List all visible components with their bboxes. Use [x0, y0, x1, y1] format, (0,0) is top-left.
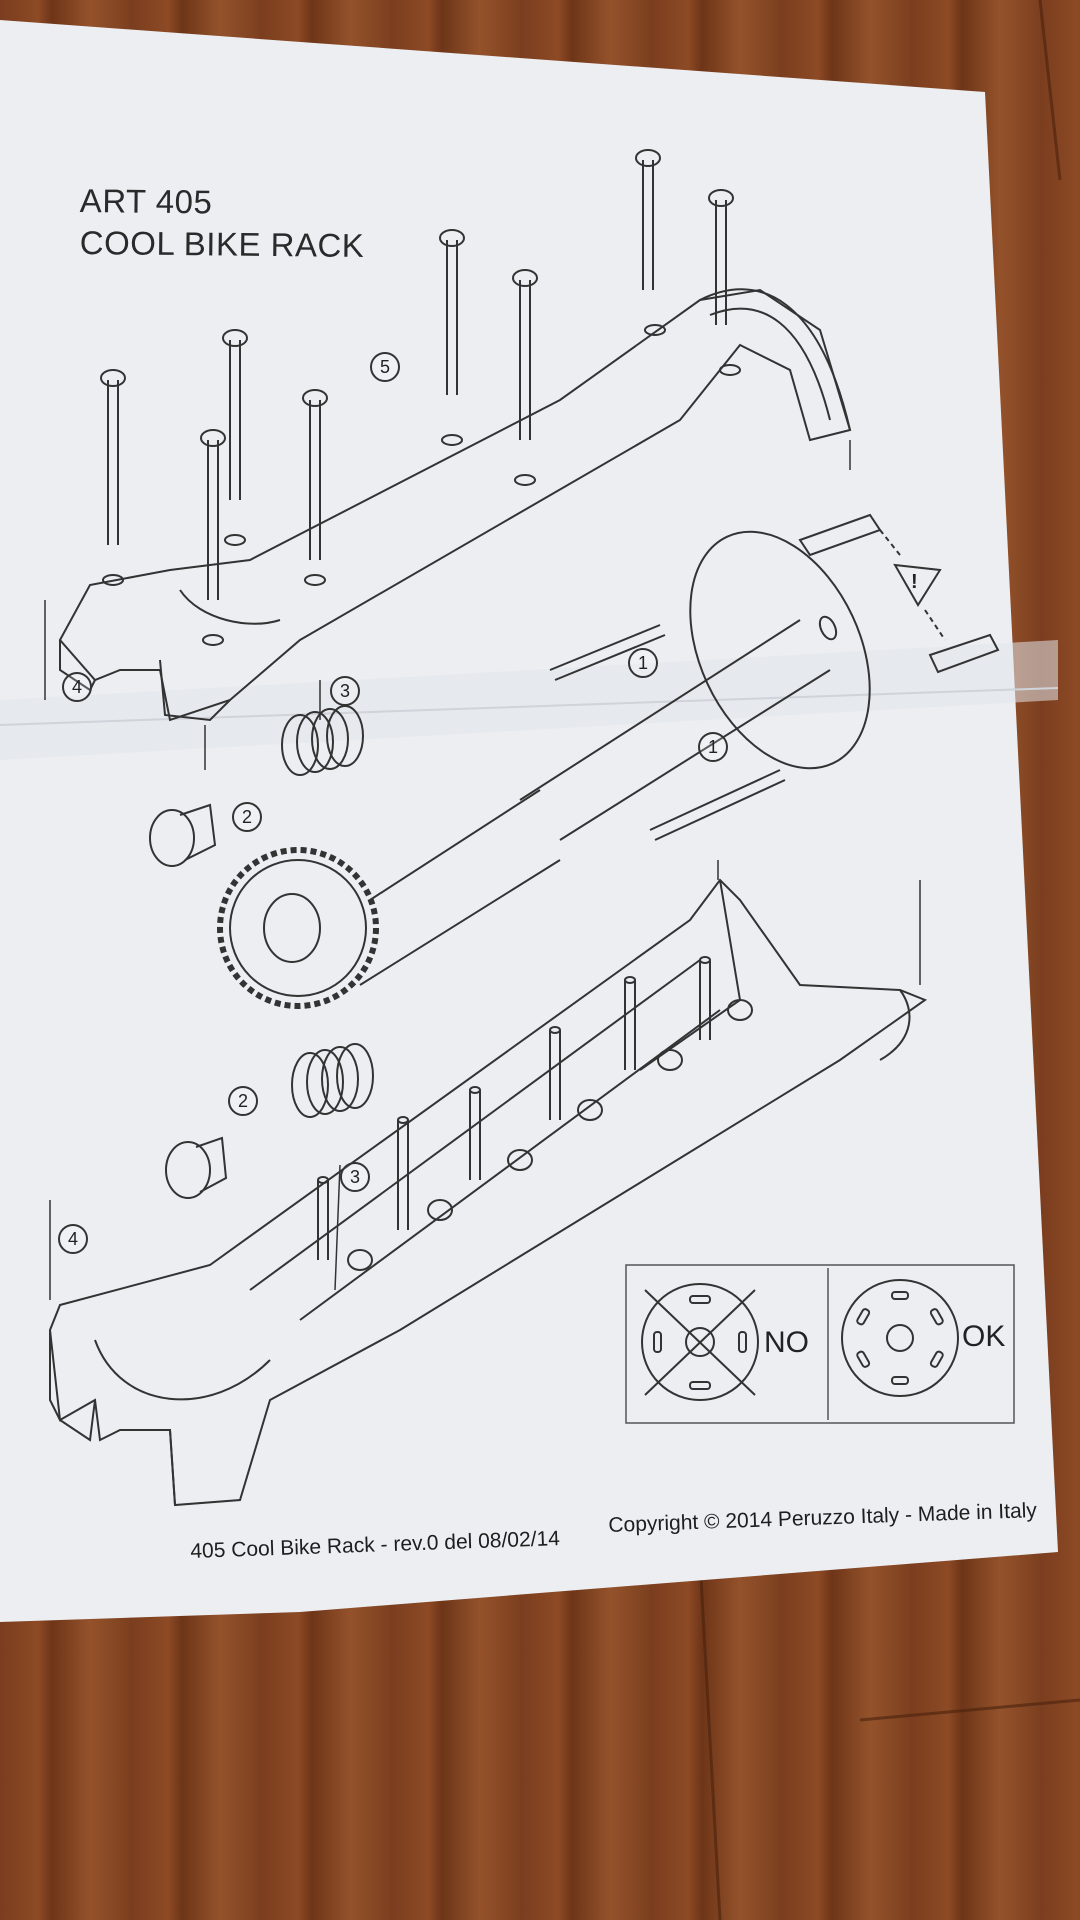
callout-1-lower: 1 — [698, 732, 728, 762]
mounting-comparison-panel — [625, 1264, 1015, 1424]
warning-triangle-icon — [879, 529, 946, 641]
warning-mark: ! — [911, 571, 918, 593]
top-arm-piece — [58, 288, 852, 722]
callout-3-lower: 3 — [340, 1162, 370, 1192]
floor-plank-seams — [698, 0, 1080, 1920]
callout-4-lower: 4 — [58, 1224, 88, 1254]
callout-4-top: 4 — [62, 672, 92, 702]
mounting-screws — [549, 624, 786, 841]
ratchet-gear — [217, 789, 561, 1009]
callout-2-lower: 2 — [228, 1086, 258, 1116]
base-internal-posts — [317, 956, 753, 1271]
spring-upper — [281, 705, 364, 776]
callout-5: 5 — [370, 352, 400, 382]
callout-2-top: 2 — [232, 802, 262, 832]
direction-arrows — [44, 440, 921, 1300]
callout-1-top: 1 — [628, 648, 658, 678]
end-cap-lower — [165, 1136, 228, 1199]
product-name: COOL BIKE RACK — [79, 224, 365, 264]
wrong-mount-icon — [641, 1283, 759, 1401]
callout-3-top: 3 — [330, 676, 360, 706]
wood-screws-top — [100, 149, 741, 646]
paper-shadow-fold — [0, 640, 1058, 760]
end-cap-upper — [149, 803, 217, 867]
wrong-mount-label: NO — [764, 1326, 809, 1359]
wall-mount-plate — [519, 530, 871, 841]
spring-lower — [291, 1043, 374, 1118]
correct-mount-label: OK — [962, 1320, 1006, 1353]
article-number: ART 405 — [79, 182, 213, 221]
correct-mount-icon — [841, 1279, 959, 1397]
paper-sheet — [0, 20, 1058, 1622]
